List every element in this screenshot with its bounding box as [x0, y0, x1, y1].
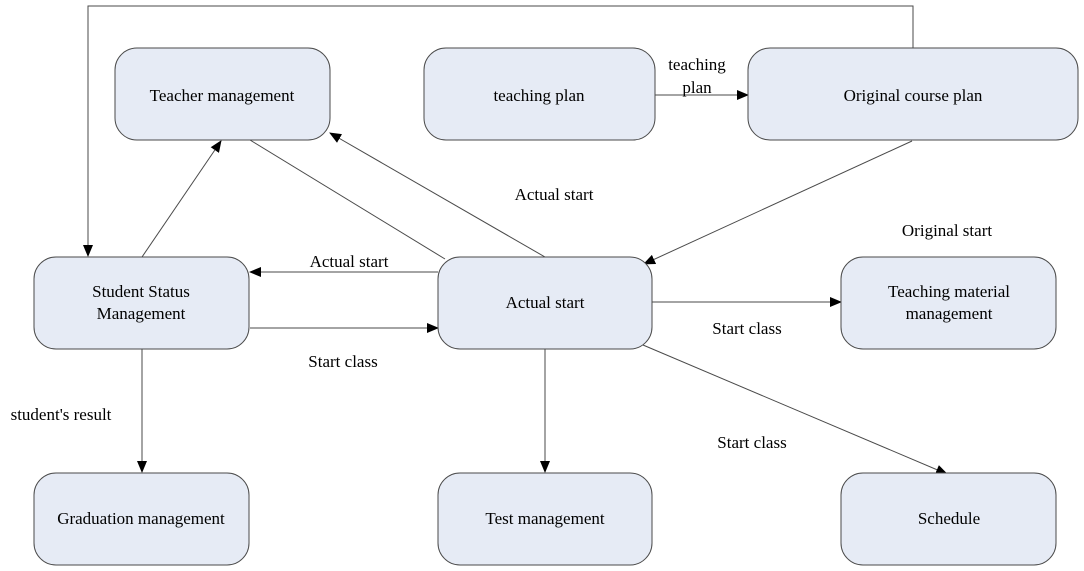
- edge-teacher-actual-start-line: [249, 139, 446, 260]
- edge-label-actual-start-teacher: Actual start: [515, 185, 594, 204]
- node-teaching-plan: teaching plan: [423, 47, 656, 141]
- edge-label-start-class-schedule: Start class: [717, 433, 786, 452]
- node-test-management: Test management: [437, 472, 653, 566]
- edge-label-original-start: Original start: [902, 221, 992, 240]
- node-label: Graduation management: [57, 509, 225, 528]
- edge-actual-start-to-schedule: [642, 344, 948, 475]
- nodes: Teacher management teaching plan Origina…: [33, 47, 1079, 566]
- edges: [83, 5, 948, 475]
- edge-original-plan-to-actual-start: [643, 140, 913, 265]
- node-label: Schedule: [918, 509, 980, 528]
- node-graduation-management: Graduation management: [33, 472, 250, 566]
- node-label: teaching plan: [493, 86, 585, 105]
- edge-label-plan: plan: [682, 78, 712, 97]
- node-schedule: Schedule: [840, 472, 1057, 566]
- node-label: Test management: [485, 509, 604, 528]
- node-student-status-management: Student Status Management: [33, 256, 250, 350]
- edge-student-to-teacher: [141, 140, 222, 258]
- edge-original-plan-to-student-status: [83, 5, 914, 257]
- edge-actual-start-to-teacher: [329, 132, 546, 258]
- node-label-line-1: Teaching material: [888, 282, 1010, 301]
- node-teaching-material-management: Teaching material management: [840, 256, 1057, 350]
- edge-label-actual-start-student: Actual start: [310, 252, 389, 271]
- edge-labels: teaching plan Actual start Original star…: [11, 55, 993, 452]
- edge-label-students-result: student's result: [11, 405, 112, 424]
- node-label: Teacher management: [150, 86, 295, 105]
- node-label-line-2: management: [906, 304, 993, 323]
- node-label: Original course plan: [844, 86, 983, 105]
- edge-label-teaching: teaching: [668, 55, 726, 74]
- node-original-course-plan: Original course plan: [747, 47, 1079, 141]
- node-label: Actual start: [506, 293, 585, 312]
- node-label-line-1: Student Status: [92, 282, 190, 301]
- edge-label-start-class-material: Start class: [712, 319, 781, 338]
- edge-label-start-class-student: Start class: [308, 352, 377, 371]
- node-actual-start: Actual start: [437, 256, 653, 350]
- node-teacher-management: Teacher management: [114, 47, 331, 141]
- node-label-line-2: Management: [97, 304, 186, 323]
